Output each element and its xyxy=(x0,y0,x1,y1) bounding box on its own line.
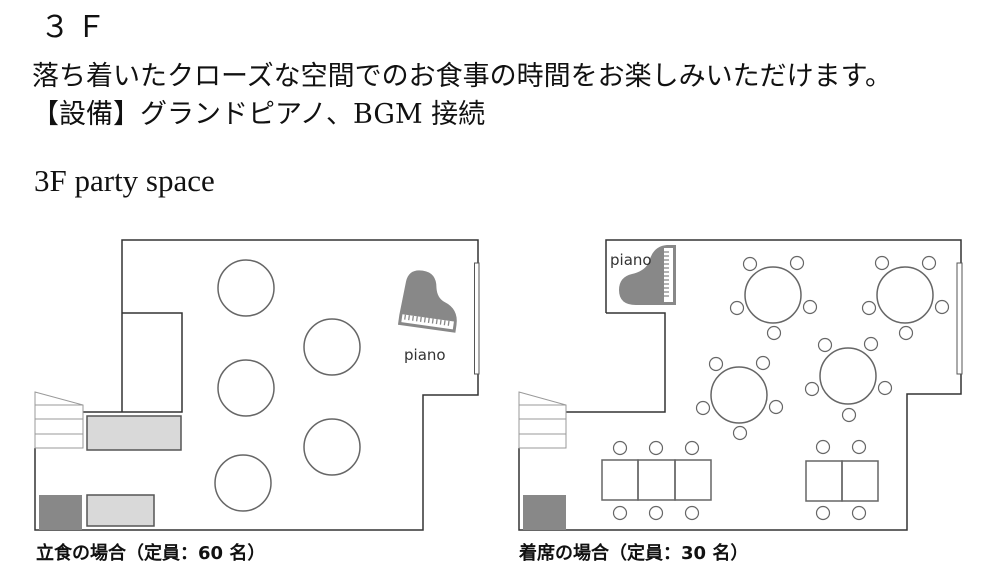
seated-caption: 着席の場合（定員：30 名） xyxy=(519,543,749,564)
round-tables xyxy=(214,259,361,512)
round-table xyxy=(744,266,802,324)
chairs xyxy=(612,255,950,521)
round-table xyxy=(303,418,361,476)
wall-outline xyxy=(518,239,962,531)
rect-table xyxy=(805,460,843,502)
round-table xyxy=(217,259,275,317)
grand-piano-icon xyxy=(619,245,676,305)
rect-table xyxy=(674,459,712,501)
stairs xyxy=(34,391,84,449)
grand-piano-icon xyxy=(397,270,457,333)
buffet-counter xyxy=(86,494,155,527)
round-table xyxy=(217,359,275,417)
equipment-info: 【設備】グランドピアノ、BGM 接続 xyxy=(32,99,486,130)
rect-table xyxy=(637,459,676,501)
floor-title: ３Ｆ xyxy=(40,10,112,45)
round-table xyxy=(876,266,934,324)
storage-block xyxy=(523,495,566,530)
round-table xyxy=(710,366,768,424)
seated-floor-plan: piano xyxy=(518,239,963,531)
round-table xyxy=(819,347,877,405)
stairs xyxy=(518,391,567,449)
round-table xyxy=(303,318,361,376)
wall-outline xyxy=(34,239,479,531)
piano-label: piano xyxy=(404,346,446,364)
floor-description: 落ち着いたクローズな空間でのお食事の時間をお楽しみいただけます。 xyxy=(32,61,892,92)
rect-table xyxy=(601,459,639,501)
window xyxy=(956,262,963,375)
space-title: 3F party space xyxy=(34,163,215,198)
storage-block xyxy=(39,495,82,530)
window xyxy=(474,262,480,375)
piano-label: piano xyxy=(610,251,652,269)
rect-table xyxy=(841,460,879,502)
standing-floor-plan: piano xyxy=(34,239,480,531)
standing-caption: 立食の場合（定員：60 名） xyxy=(36,543,266,564)
buffet-counter xyxy=(86,415,182,451)
round-table xyxy=(214,454,272,512)
